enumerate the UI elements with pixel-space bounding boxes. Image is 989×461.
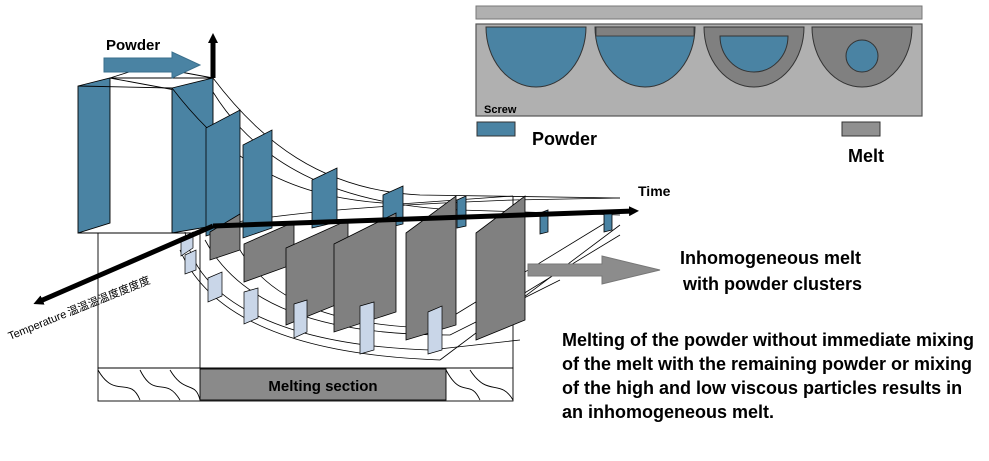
powder-plates <box>205 109 613 239</box>
result-arrow <box>527 255 661 285</box>
section-2-melt-film <box>595 26 695 37</box>
legend-melt-label: Melt <box>848 146 884 166</box>
screw-label: Screw <box>484 104 517 116</box>
melt-plates <box>209 195 526 341</box>
light-powder-plates <box>180 231 443 355</box>
section-2-shell <box>594 26 696 88</box>
temperature-axis-glyphs: 温温温温度度度度 <box>65 273 152 319</box>
section-1-powder <box>485 26 587 88</box>
time-axis-label: Time <box>638 183 671 199</box>
temperature-axis-text: Temperature <box>7 309 69 343</box>
powder-arrow-label: Powder <box>106 37 160 54</box>
legend: Powder Melt <box>476 121 884 166</box>
legend-powder-label: Powder <box>532 129 597 149</box>
powder-input-arrow <box>103 51 202 79</box>
result-label-line2: with powder clusters <box>682 274 862 294</box>
melting-section-label: Melting section <box>268 378 377 395</box>
temperature-axis <box>33 223 214 305</box>
result-label-line1: Inhomogeneous melt <box>680 248 861 268</box>
screw-cross-sections: Screw <box>475 5 923 117</box>
section-3-powder <box>719 35 789 73</box>
melting-section-band <box>199 368 447 401</box>
inlet-box <box>77 65 214 234</box>
barrel-top-bar <box>475 5 923 20</box>
description-text: Melting of the powder without immediate … <box>562 330 975 422</box>
legend-melt-swatch <box>841 121 881 137</box>
axes <box>33 33 639 305</box>
legend-powder-swatch <box>476 121 516 137</box>
section-4-powder-cluster <box>845 39 879 73</box>
time-axis <box>212 206 639 229</box>
